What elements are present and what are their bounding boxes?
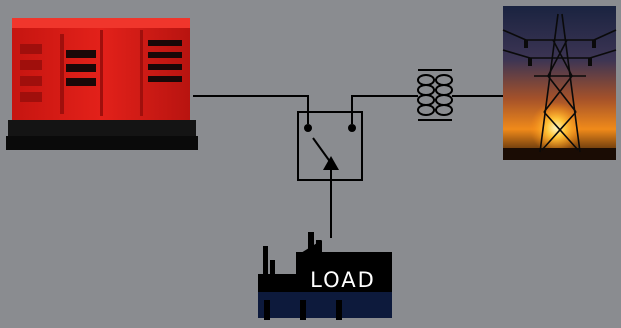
switch-blade (312, 137, 332, 164)
transformer-icon (417, 69, 453, 121)
switch-contact-left (304, 124, 312, 132)
wire-switch-to-transformer (351, 95, 418, 124)
wires (193, 95, 503, 238)
wire-generator-to-switch (193, 95, 309, 124)
switch-contact-right (348, 124, 356, 132)
factory-icon (258, 232, 392, 320)
generator-icon (6, 18, 198, 150)
switch-icon (297, 111, 363, 181)
load-label: LOAD (310, 268, 376, 292)
switch-arrowhead (323, 156, 339, 170)
power-tower-icon (502, 6, 617, 160)
